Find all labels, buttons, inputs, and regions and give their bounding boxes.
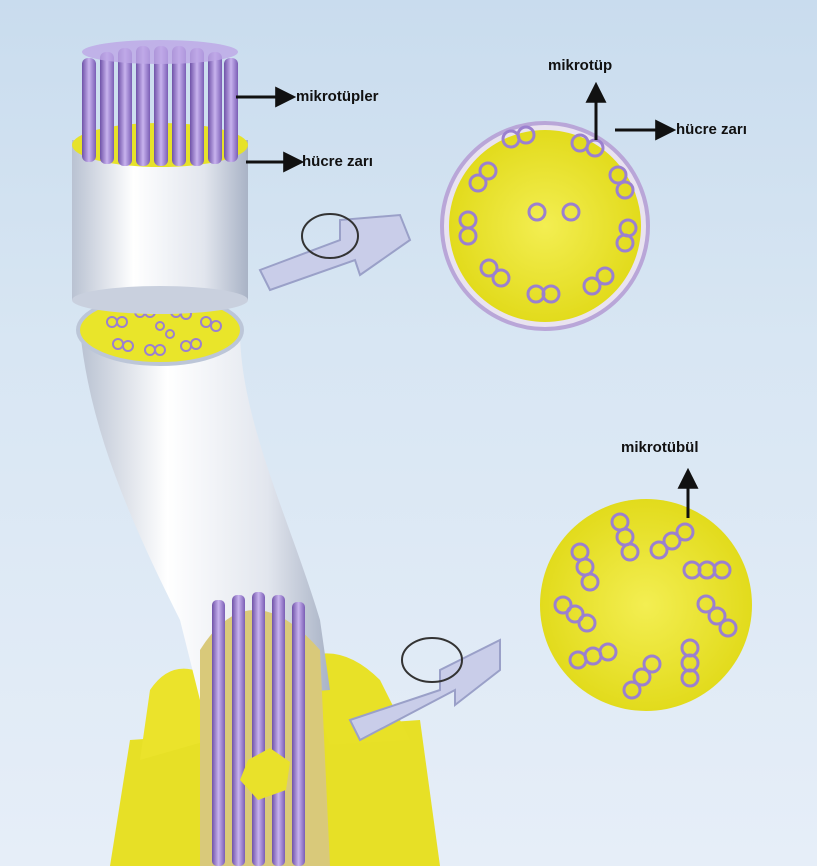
label-microtubule-basal: mikrotübül — [621, 439, 699, 456]
label-membrane-cross: hücre zarı — [676, 121, 747, 138]
label-microtubule-cross: mikrotüp — [548, 57, 612, 74]
top-cilium-segment — [72, 40, 248, 314]
cross-section-cilium — [442, 123, 648, 329]
cross-section-basal-body — [540, 499, 752, 711]
label-membrane-top: hücre zarı — [302, 153, 373, 170]
rotation-arrow-top — [260, 214, 410, 290]
label-microtubules: mikrotüpler — [296, 88, 379, 105]
